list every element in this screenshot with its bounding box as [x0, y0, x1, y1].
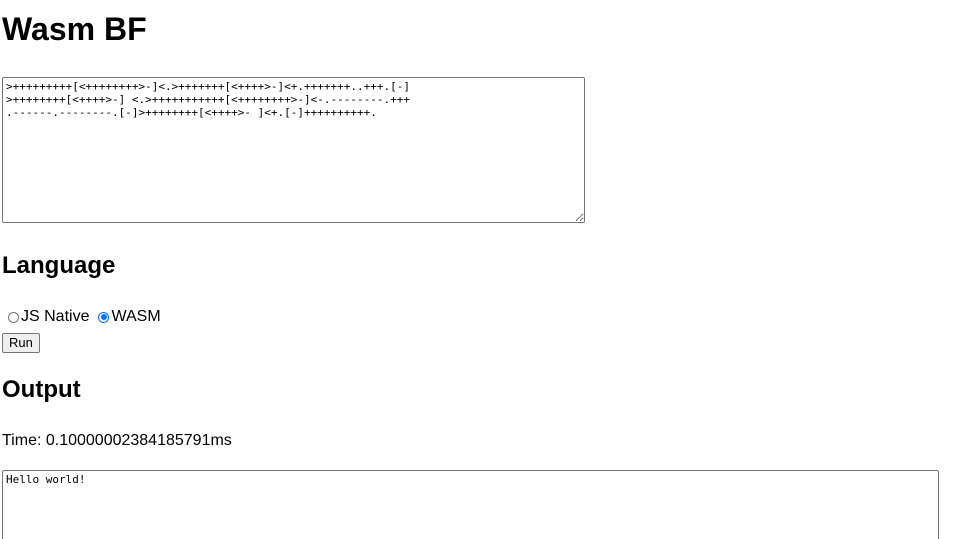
execution-time-text: Time: 0.10000002384185791ms	[2, 432, 232, 449]
wasm-radio[interactable]	[98, 311, 110, 323]
code-editor-textarea[interactable]: >+++++++++[<++++++++>-]<.>+++++++[<++++>…	[2, 77, 585, 223]
js-native-label[interactable]: JS Native	[21, 308, 90, 325]
js-native-radio[interactable]	[8, 311, 19, 323]
language-heading: Language	[2, 252, 116, 279]
output-heading: Output	[2, 376, 81, 403]
output-textarea[interactable]: Hello world!	[2, 470, 939, 539]
run-button[interactable]: Run	[2, 333, 40, 353]
wasm-label[interactable]: WASM	[111, 308, 161, 325]
page-title: Wasm BF	[2, 11, 147, 47]
language-radio-group: JS Native WASM	[5, 307, 167, 327]
